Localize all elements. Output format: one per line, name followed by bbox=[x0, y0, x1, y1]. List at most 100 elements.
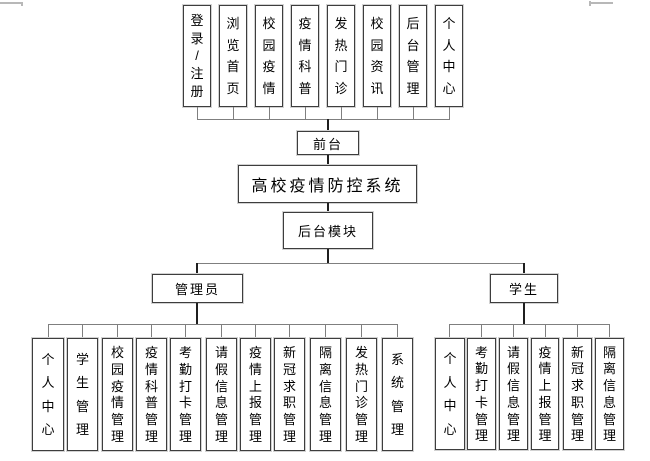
connector-trunk bbox=[327, 155, 329, 165]
connector bbox=[325, 324, 326, 338]
connector bbox=[545, 324, 546, 338]
student-module-label: 新冠求职管理 bbox=[570, 344, 584, 444]
student-module-box-leave-info-mgmt: 请假信息管理 bbox=[499, 338, 528, 450]
connector bbox=[377, 107, 378, 119]
student-module-label: 考勤打卡管理 bbox=[474, 344, 488, 444]
node-front-desk: 前台 bbox=[297, 131, 359, 155]
connector-trunk bbox=[523, 303, 525, 324]
connector bbox=[48, 324, 49, 338]
front-module-label: 校园资讯 bbox=[370, 16, 384, 96]
connector-trunk bbox=[327, 203, 329, 212]
front-module-box-fever-clinic: 发热门诊 bbox=[327, 5, 355, 107]
front-module-label: 个人中心 bbox=[442, 16, 456, 96]
connector-trunk bbox=[327, 249, 329, 263]
connector bbox=[481, 324, 482, 338]
front-module-label: 校园疫情 bbox=[262, 16, 276, 96]
connector-trunk bbox=[327, 119, 329, 131]
node-system-root-label: 高校疫情防控系统 bbox=[251, 178, 404, 195]
student-module-box-attendance-mgmt: 考勤打卡管理 bbox=[467, 338, 496, 450]
connector bbox=[255, 324, 256, 338]
admin-module-label: 隔离信息管理 bbox=[318, 344, 332, 445]
student-module-label: 个人中心 bbox=[443, 351, 457, 437]
admin-module-box-epidemic-report-mgmt: 疫情上报管理 bbox=[240, 338, 271, 451]
connector-trunk bbox=[196, 303, 198, 324]
front-module-box-campus-epidemic: 校园疫情 bbox=[255, 5, 283, 107]
front-module-box-browse-home: 浏览首页 bbox=[219, 5, 247, 107]
admin-module-label: 系统管理 bbox=[390, 351, 404, 438]
admin-module-box-student-mgmt: 学生管理 bbox=[67, 338, 98, 451]
connector bbox=[233, 107, 234, 119]
front-module-label: 后台管理 bbox=[406, 16, 420, 96]
node-front-desk-label: 前台 bbox=[312, 136, 343, 152]
connector bbox=[185, 324, 186, 338]
admin-module-label: 疫情科普管理 bbox=[144, 344, 158, 445]
node-student: 学生 bbox=[490, 274, 558, 303]
node-admin-label: 管理员 bbox=[174, 282, 220, 297]
connector bbox=[151, 324, 152, 338]
front-module-label: 发热门诊 bbox=[334, 16, 348, 96]
node-student-label: 学生 bbox=[508, 282, 539, 297]
connector bbox=[197, 107, 198, 119]
student-module-box-personal-center: 个人中心 bbox=[435, 338, 465, 450]
connector bbox=[289, 324, 290, 338]
connector bbox=[449, 324, 450, 338]
front-module-label: 疫情科普 bbox=[298, 16, 312, 96]
connector-trunk bbox=[196, 263, 198, 274]
node-backend-module: 后台模块 bbox=[283, 212, 373, 249]
connector bbox=[341, 107, 342, 119]
front-module-box-campus-news: 校园资讯 bbox=[363, 5, 391, 107]
admin-module-label: 学生管理 bbox=[75, 351, 89, 438]
admin-module-label: 个人中心 bbox=[41, 351, 55, 438]
student-module-label: 疫情上报管理 bbox=[538, 344, 552, 444]
crop-fragment-line bbox=[0, 2, 23, 4]
node-backend-module-label: 后台模块 bbox=[297, 224, 358, 239]
connector bbox=[221, 324, 222, 338]
front-module-box-personal-center: 个人中心 bbox=[435, 5, 463, 107]
admin-module-label: 请假信息管理 bbox=[214, 344, 228, 445]
connector-bus bbox=[449, 324, 610, 325]
connector bbox=[577, 324, 578, 338]
front-module-box-login-register: 登录/注册 bbox=[183, 5, 211, 107]
connector bbox=[449, 107, 450, 119]
student-module-label: 请假信息管理 bbox=[506, 344, 520, 444]
admin-module-box-quarantine-info-mgmt: 隔离信息管理 bbox=[310, 338, 341, 451]
connector-bus bbox=[197, 119, 450, 120]
front-module-box-epidemic-science: 疫情科普 bbox=[291, 5, 319, 107]
student-module-box-covid-mgmt: 新冠求职管理 bbox=[563, 338, 592, 450]
connector bbox=[305, 107, 306, 119]
node-admin: 管理员 bbox=[152, 274, 243, 303]
admin-module-box-attendance-mgmt: 考勤打卡管理 bbox=[170, 338, 201, 451]
student-module-box-quarantine-info-mgmt: 隔离信息管理 bbox=[595, 338, 624, 450]
front-module-label: 登录/注册 bbox=[190, 12, 204, 100]
connector bbox=[82, 324, 83, 338]
admin-module-box-leave-info-mgmt: 请假信息管理 bbox=[206, 338, 237, 451]
connector bbox=[269, 107, 270, 119]
crop-fragment-tick bbox=[589, 1, 591, 6]
admin-module-label: 校园疫情管理 bbox=[110, 344, 124, 445]
node-system-root: 高校疫情防控系统 bbox=[238, 165, 417, 203]
admin-module-box-system-mgmt: 系统管理 bbox=[382, 338, 413, 451]
admin-module-box-campus-epidemic-mgmt: 校园疫情管理 bbox=[102, 338, 133, 451]
connector bbox=[609, 324, 610, 338]
connector bbox=[117, 324, 118, 338]
connector-bus bbox=[48, 324, 398, 325]
connector-bus bbox=[197, 263, 524, 264]
admin-module-box-epidemic-science-mgmt: 疫情科普管理 bbox=[136, 338, 167, 451]
admin-module-label: 考勤打卡管理 bbox=[178, 344, 192, 445]
student-module-label: 隔离信息管理 bbox=[602, 344, 616, 444]
front-module-label: 浏览首页 bbox=[226, 16, 240, 96]
connector bbox=[513, 324, 514, 338]
admin-module-box-covid-mgmt: 新冠求职管理 bbox=[274, 338, 305, 451]
connector bbox=[413, 107, 414, 119]
student-module-box-epidemic-report-mgmt: 疫情上报管理 bbox=[531, 338, 559, 450]
admin-module-box-personal-center: 个人中心 bbox=[32, 338, 64, 451]
admin-module-label: 发热门诊管理 bbox=[354, 344, 368, 445]
front-module-box-backend-admin: 后台管理 bbox=[399, 5, 427, 107]
connector-trunk bbox=[523, 263, 525, 274]
admin-module-label: 新冠求职管理 bbox=[282, 344, 296, 445]
crop-fragment-tick bbox=[21, 2, 23, 6]
admin-module-box-fever-clinic-mgmt: 发热门诊管理 bbox=[346, 338, 377, 451]
connector bbox=[361, 324, 362, 338]
admin-module-label: 疫情上报管理 bbox=[248, 344, 262, 445]
